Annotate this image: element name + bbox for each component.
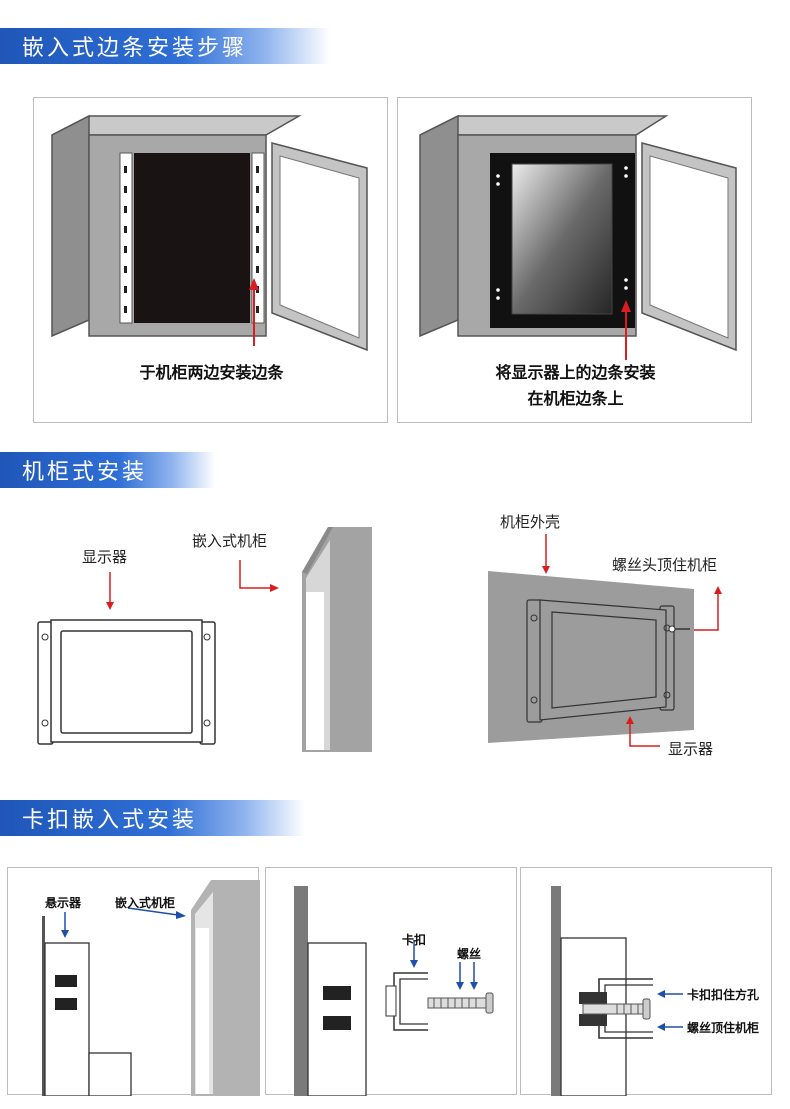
clip-panel-3: 卡扣扣住方孔 螺丝顶住机柜 [520,867,772,1096]
embedded-cabinet-label: 嵌入式机柜 [115,896,176,910]
clip-panel-2: 卡扣 螺丝 [265,867,517,1096]
section-title: 机柜式安装 [22,460,148,485]
embedded-cabinet-label: 嵌入式机柜 [192,532,268,550]
section-banner-clip-mount: 卡扣嵌入式安装 [0,800,305,836]
cabinet-shell-label: 机柜外壳 [500,513,561,531]
monitor-label-2: 显示器 [668,740,714,758]
section-title: 卡扣嵌入式安装 [22,808,198,833]
monitor-label: 悬示器 [45,896,82,910]
clip-panel-1: 悬示器 嵌入式机柜 [7,867,260,1096]
monitor-label: 显示器 [82,548,128,566]
step2-caption-line2: 在机柜边条上 [527,389,624,408]
clip-diagram-side [42,880,260,1096]
clip-label: 卡扣 [402,933,427,947]
clip-and-screw-diagram [294,886,494,1096]
clip-installed-diagram [551,886,683,1096]
screw-label: 螺丝头顶住机柜 [612,556,718,574]
screw-top-label: 螺丝顶住机柜 [687,1021,760,1035]
section-banner-cabinet-mount: 机柜式安装 [0,452,215,488]
cabinet-shell [488,571,694,743]
step1-panel: 于机柜两边安装边条 [33,97,388,423]
step1-caption: 于机柜两边安装边条 [139,363,284,382]
screw-label: 螺丝 [457,947,482,961]
cabinet-illustration-open [51,114,368,352]
section-title: 嵌入式边条安装步骤 [22,36,248,61]
step2-caption-line1: 将显示器上的边条安装 [495,363,656,382]
step2-panel: 将显示器上的边条安装 在机柜边条上 [397,97,752,423]
monitor-front-view [37,619,216,745]
cabinet-with-monitor-illustration [419,114,737,360]
section-banner-embedded-steps: 嵌入式边条安装步骤 [0,28,330,64]
embedded-cabinet [302,527,372,752]
clip-hole-label: 卡扣扣住方孔 [687,988,760,1002]
cabinet-mount-diagram [37,527,722,752]
